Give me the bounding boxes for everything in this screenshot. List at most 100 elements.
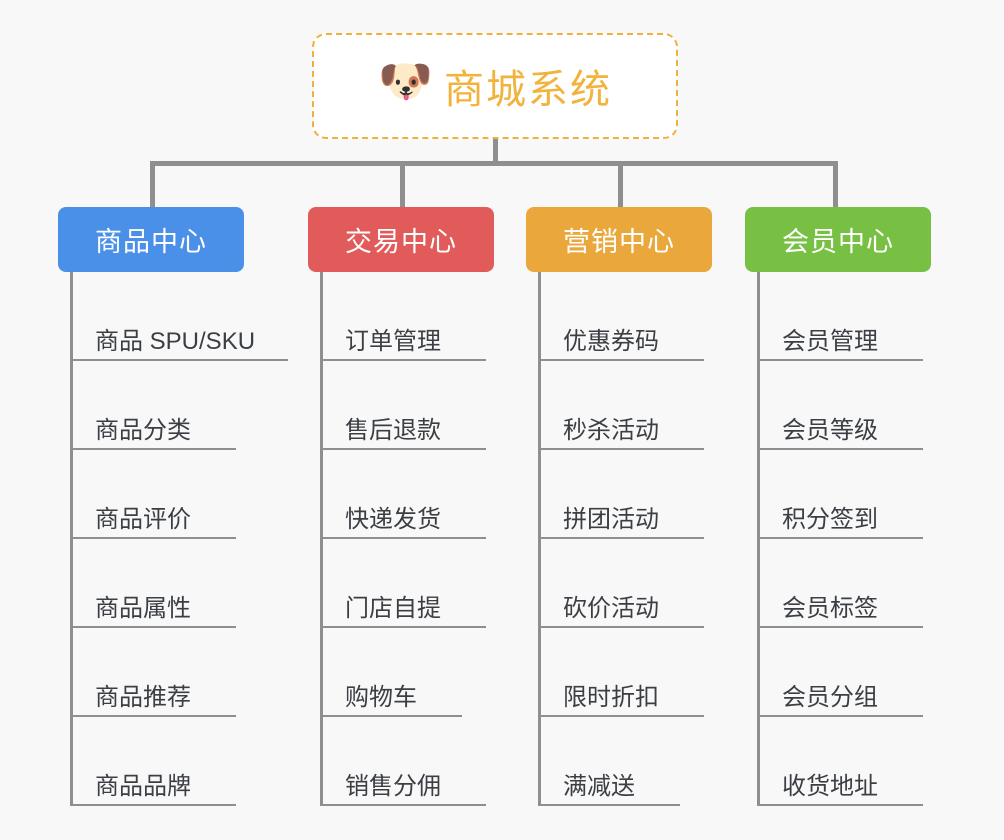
leaf-item[interactable]: 砍价活动 — [538, 539, 712, 628]
shiba-dog-face-icon: 🐶 — [378, 57, 433, 106]
leaf-underline — [538, 537, 704, 539]
leaf-underline — [70, 448, 236, 450]
leaf-underline — [70, 537, 236, 539]
leaf-item[interactable]: 商品分类 — [70, 361, 244, 450]
branch-column-2: 交易中心 订单管理 售后退款 快递发货 门店自提 购物车 — [308, 207, 494, 806]
leaf-label: 商品属性 — [95, 594, 191, 622]
leaf-underline — [320, 804, 486, 806]
leaf-label: 订单管理 — [345, 327, 441, 355]
leaf-label: 售后退款 — [345, 416, 441, 444]
leaf-rail-2 — [320, 272, 323, 806]
leaf-underline — [757, 626, 923, 628]
leaf-item[interactable]: 满减送 — [538, 717, 712, 806]
leaf-underline — [320, 715, 462, 717]
leaf-underline — [538, 359, 704, 361]
leaf-item[interactable]: 商品评价 — [70, 450, 244, 539]
leaf-underline — [538, 626, 704, 628]
leaf-item[interactable]: 销售分佣 — [320, 717, 494, 806]
leaf-list-3: 优惠券码 秒杀活动 拼团活动 砍价活动 限时折扣 满减送 — [526, 272, 712, 806]
leaf-underline — [757, 448, 923, 450]
leaf-underline — [320, 359, 486, 361]
leaf-label: 会员分组 — [782, 683, 878, 711]
leaf-label: 会员管理 — [782, 327, 878, 355]
branch-column-1: 商品中心 商品 SPU/SKU 商品分类 商品评价 商品属性 商品推荐 — [58, 207, 288, 806]
leaf-underline — [70, 626, 236, 628]
leaf-underline — [320, 448, 486, 450]
leaf-underline — [757, 359, 923, 361]
leaf-rail-3 — [538, 272, 541, 806]
leaf-item[interactable]: 积分签到 — [757, 450, 931, 539]
root-stem-connector — [493, 139, 498, 164]
leaf-underline — [70, 804, 236, 806]
leaf-label: 快递发货 — [345, 505, 441, 533]
branch-header-label-3: 营销中心 — [563, 227, 675, 257]
leaf-label: 会员标签 — [782, 594, 878, 622]
leaf-rail-4 — [757, 272, 760, 806]
leaf-label: 商品 SPU/SKU — [95, 327, 256, 355]
branch-header-label-2: 交易中心 — [345, 227, 457, 257]
leaf-label: 满减送 — [563, 772, 635, 800]
leaf-item[interactable]: 拼团活动 — [538, 450, 712, 539]
branch-header-4[interactable]: 会员中心 — [745, 207, 931, 272]
branch-column-3: 营销中心 优惠券码 秒杀活动 拼团活动 砍价活动 限时折扣 — [526, 207, 712, 806]
leaf-list-2: 订单管理 售后退款 快递发货 门店自提 购物车 销售分佣 — [308, 272, 494, 806]
leaf-underline — [320, 537, 486, 539]
leaf-item[interactable]: 秒杀活动 — [538, 361, 712, 450]
leaf-label: 限时折扣 — [563, 683, 659, 711]
leaf-underline — [70, 359, 288, 361]
drop-connector-4 — [833, 161, 838, 207]
leaf-label: 优惠券码 — [563, 327, 659, 355]
branch-header-3[interactable]: 营销中心 — [526, 207, 712, 272]
leaf-rail-1 — [70, 272, 73, 806]
leaf-item[interactable]: 会员标签 — [757, 539, 931, 628]
leaf-item[interactable]: 门店自提 — [320, 539, 494, 628]
leaf-label: 积分签到 — [782, 505, 878, 533]
leaf-label: 拼团活动 — [563, 505, 659, 533]
leaf-item[interactable]: 售后退款 — [320, 361, 494, 450]
root-title: 商城系统 — [444, 68, 612, 112]
branch-header-label-1: 商品中心 — [95, 227, 207, 257]
leaf-underline — [320, 626, 486, 628]
leaf-label: 门店自提 — [345, 594, 441, 622]
leaf-underline — [70, 715, 236, 717]
leaf-item[interactable]: 会员管理 — [757, 272, 931, 361]
leaf-underline — [757, 804, 923, 806]
branch-header-1[interactable]: 商品中心 — [58, 207, 244, 272]
leaf-item[interactable]: 商品推荐 — [70, 628, 244, 717]
root-node[interactable]: 🐶 商城系统 — [312, 33, 678, 139]
leaf-label: 砍价活动 — [563, 594, 659, 622]
leaf-list-1: 商品 SPU/SKU 商品分类 商品评价 商品属性 商品推荐 商品品牌 — [58, 272, 288, 806]
leaf-item[interactable]: 会员分组 — [757, 628, 931, 717]
leaf-label: 秒杀活动 — [563, 416, 659, 444]
leaf-label: 商品推荐 — [95, 683, 191, 711]
branch-header-label-4: 会员中心 — [782, 227, 894, 257]
leaf-underline — [538, 715, 704, 717]
leaf-label: 购物车 — [345, 683, 417, 711]
leaf-underline — [538, 448, 704, 450]
leaf-item[interactable]: 订单管理 — [320, 272, 494, 361]
leaf-label: 商品品牌 — [95, 772, 191, 800]
leaf-list-4: 会员管理 会员等级 积分签到 会员标签 会员分组 收货地址 — [745, 272, 931, 806]
leaf-underline — [538, 804, 680, 806]
horizontal-bus-connector — [150, 161, 838, 166]
leaf-item[interactable]: 限时折扣 — [538, 628, 712, 717]
leaf-item[interactable]: 购物车 — [320, 628, 494, 717]
leaf-label: 销售分佣 — [345, 772, 441, 800]
leaf-item[interactable]: 商品属性 — [70, 539, 244, 628]
branch-header-2[interactable]: 交易中心 — [308, 207, 494, 272]
leaf-item[interactable]: 会员等级 — [757, 361, 931, 450]
leaf-item[interactable]: 收货地址 — [757, 717, 931, 806]
leaf-item[interactable]: 商品品牌 — [70, 717, 244, 806]
leaf-underline — [757, 715, 923, 717]
drop-connector-3 — [618, 161, 623, 207]
drop-connector-1 — [150, 161, 155, 207]
leaf-item[interactable]: 商品 SPU/SKU — [70, 272, 288, 361]
leaf-label: 会员等级 — [782, 416, 878, 444]
leaf-item[interactable]: 优惠券码 — [538, 272, 712, 361]
leaf-underline — [757, 537, 923, 539]
leaf-label: 商品评价 — [95, 505, 191, 533]
leaf-item[interactable]: 快递发货 — [320, 450, 494, 539]
drop-connector-2 — [400, 161, 405, 207]
branch-column-4: 会员中心 会员管理 会员等级 积分签到 会员标签 会员分组 — [745, 207, 931, 806]
